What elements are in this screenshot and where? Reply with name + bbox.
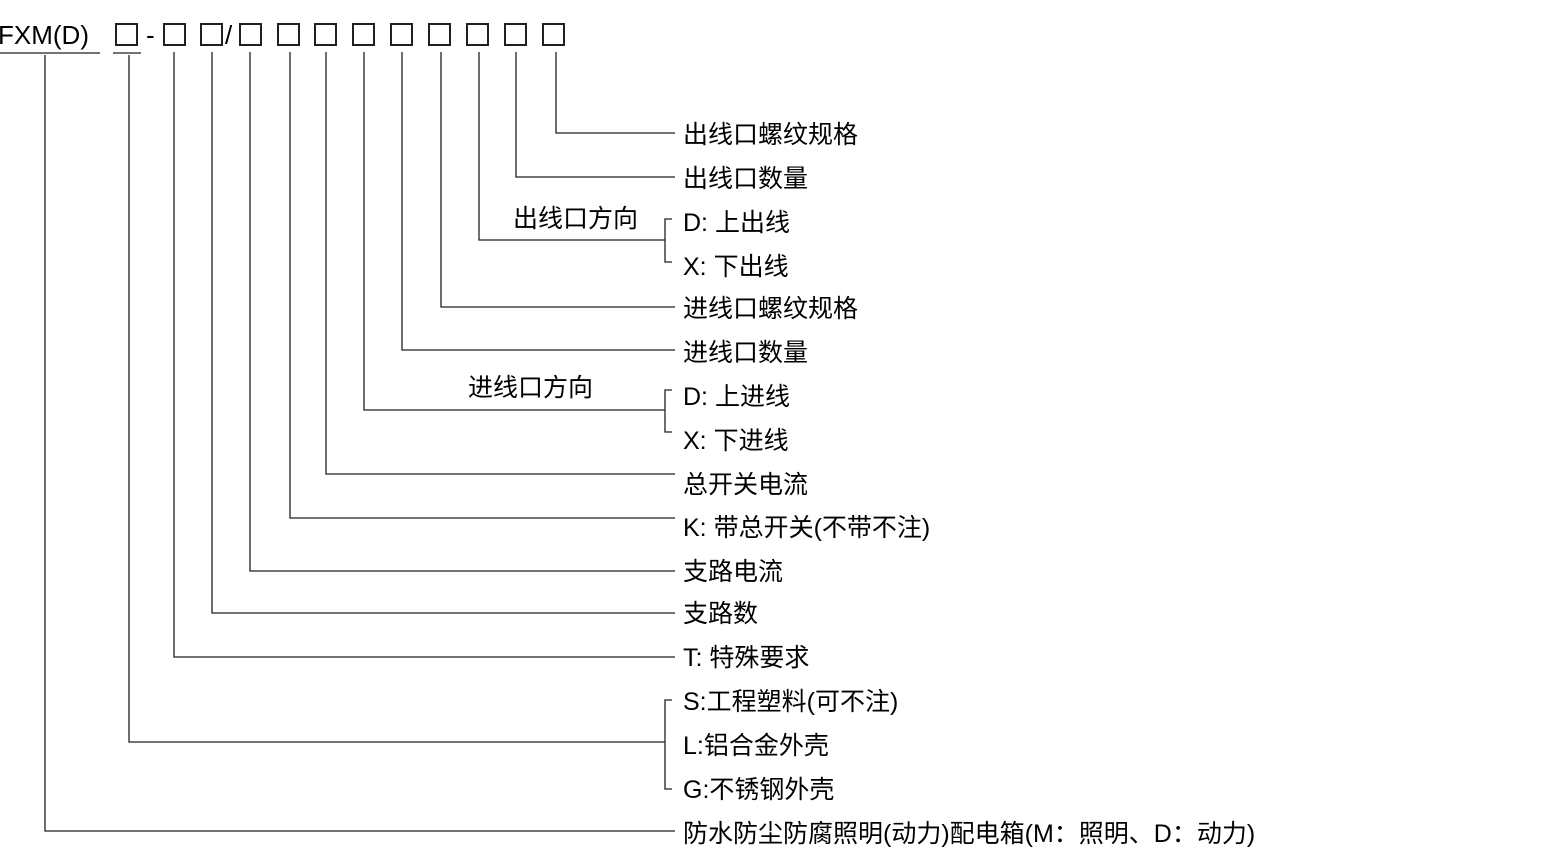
label-inlet-count: 进线口数量 (683, 339, 808, 367)
leader-main-current (325, 52, 675, 475)
label-outlet-dir-title: 出线口方向 (513, 205, 638, 233)
leader-special (173, 52, 675, 658)
leader-material (128, 55, 665, 743)
label-outlet-dir-d: D: 上出线 (683, 209, 790, 237)
labels: 出线口螺纹规格 出线口数量 出线口方向 D: 上出线 X: 下出线 进线口螺纹规… (468, 121, 1255, 848)
code-box-outlet-thread (542, 23, 565, 46)
leader-inlet-dir (363, 52, 665, 411)
code-prefix: FXM(D) (0, 20, 89, 50)
label-inlet-dir-d: D: 上进线 (683, 383, 790, 411)
label-outlet-dir-x: X: 下出线 (683, 253, 789, 281)
label-special: T: 特殊要求 (683, 644, 809, 672)
bracket-outlet-dir (664, 218, 672, 263)
leader-inlet-thread (440, 52, 675, 308)
label-inlet-thread: 进线口螺纹规格 (683, 295, 858, 323)
label-inlet-dir-x: X: 下进线 (683, 427, 789, 455)
leader-product (44, 55, 675, 832)
label-outlet-thread: 出线口螺纹规格 (683, 121, 858, 149)
label-branch-current: 支路电流 (683, 558, 783, 586)
label-material-l: L:铝合金外壳 (683, 732, 829, 760)
leader-main-switch (289, 52, 675, 519)
label-main-current: 总开关电流 (683, 471, 808, 499)
code-box-inlet-thread (428, 23, 451, 46)
label-main-switch: K: 带总开关(不带不注) (683, 514, 930, 542)
label-product: 防水防尘防腐照明(动力)配电箱(M：照明、D：动力) (683, 820, 1255, 848)
label-material-s: S:工程塑料(可不注) (683, 688, 898, 716)
code-box-branch-current (239, 23, 262, 46)
code-box-material (115, 23, 138, 46)
code-box-inlet-dir (352, 23, 375, 46)
code-box-inlet-count (390, 23, 413, 46)
label-branch-count: 支路数 (683, 600, 758, 628)
leader-inlet-count (401, 52, 675, 351)
label-material-g: G:不锈钢外壳 (683, 776, 834, 804)
leader-outlet-thread (555, 52, 675, 134)
leader-branch-count (211, 52, 675, 614)
code-dash: - (146, 20, 155, 50)
leader-branch-current (249, 52, 675, 572)
bracket-material (664, 699, 672, 790)
code-slash: / (225, 20, 233, 50)
code-box-main-current (314, 23, 337, 46)
code-box-outlet-count (504, 23, 527, 46)
code-box-branch-count (200, 23, 223, 46)
leader-lines (44, 52, 675, 832)
bracket-inlet-dir (664, 389, 672, 433)
model-code-header: FXM(D) - / (0, 20, 565, 54)
label-inlet-dir-title: 进线口方向 (468, 374, 593, 402)
leader-outlet-dir (478, 52, 665, 241)
label-outlet-count: 出线口数量 (683, 165, 808, 193)
leader-outlet-count (515, 52, 675, 178)
code-box-outlet-dir (466, 23, 489, 46)
code-box-main-switch (277, 23, 300, 46)
code-box-special (163, 23, 186, 46)
